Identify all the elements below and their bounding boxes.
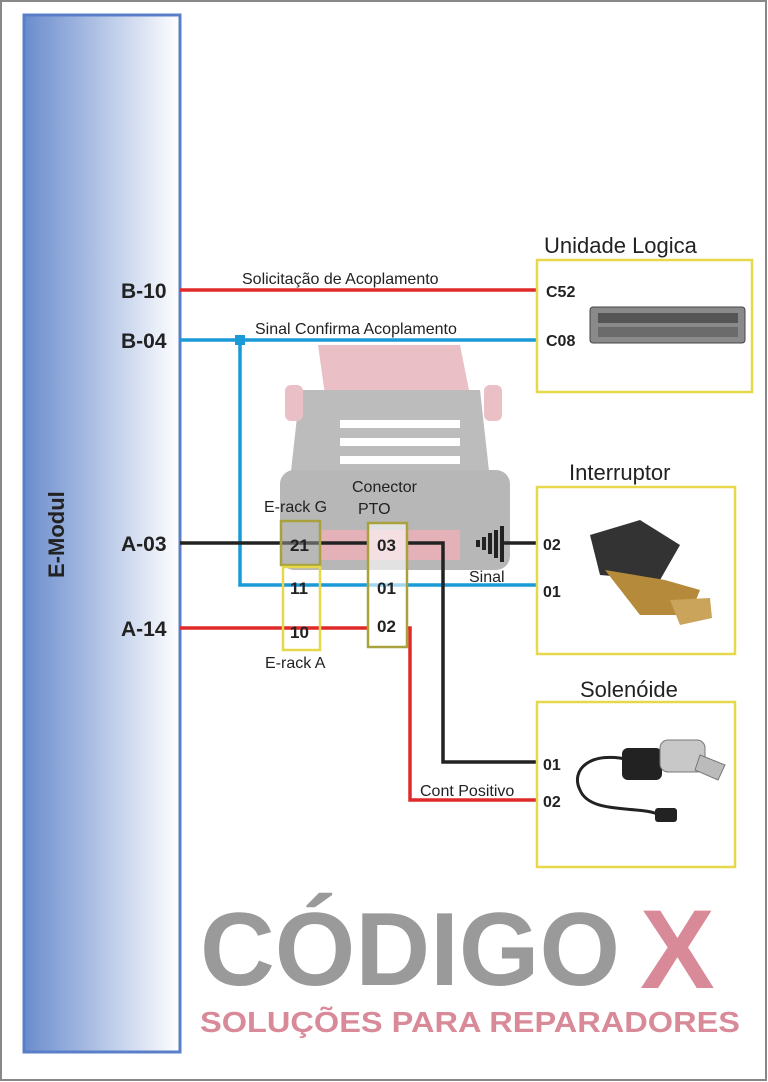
label-sinal: Sinal <box>469 569 505 586</box>
erack-g-title: E-rack G <box>264 499 327 516</box>
pin-b04: B-04 <box>121 330 167 353</box>
pin-a14: A-14 <box>121 618 167 641</box>
label-cont-positivo: Cont Positivo <box>420 783 514 800</box>
unidade-logica-title: Unidade Logica <box>544 233 698 258</box>
watermark-brand: CÓDIGO <box>200 892 620 1008</box>
wires <box>180 288 537 802</box>
pin-a03: A-03 <box>121 533 167 556</box>
solenoide-box <box>535 700 737 869</box>
erack-a-box <box>281 565 322 652</box>
unidade-logica-pin: C08 <box>546 333 575 350</box>
pto-title-1: Conector <box>352 479 418 496</box>
erack-a-pin: 11 <box>290 579 308 598</box>
interruptor-pin: 01 <box>543 584 561 601</box>
label-sinal-confirma: Sinal Confirma Acoplamento <box>255 321 457 338</box>
wire-b04-interruptor-01 <box>238 340 537 587</box>
switch-image <box>590 520 712 625</box>
wire-pto02-solenoide-02 <box>407 626 537 802</box>
junction-node <box>235 335 245 345</box>
interruptor-box <box>535 485 737 656</box>
ecu-image <box>589 306 746 344</box>
erack-g-box <box>279 519 322 567</box>
watermark-tagline: SOLUÇÕES PARA REPARADORES <box>200 1005 740 1039</box>
unidade-logica-box <box>535 258 754 394</box>
pto-pin: 01 <box>377 579 396 598</box>
pto-pin: 03 <box>377 536 396 555</box>
label-solicitacao: Solicitação de Acoplamento <box>242 271 439 288</box>
unidade-logica-pin: C52 <box>546 284 575 301</box>
solenoide-pin: 02 <box>543 794 561 811</box>
e-modul-block <box>22 13 182 1054</box>
interruptor-title: Interruptor <box>569 460 671 485</box>
interruptor-pin: 02 <box>543 537 561 554</box>
signal-ground-icon <box>476 526 504 562</box>
watermark-brand-x: X <box>640 887 715 1012</box>
erack-g-pin: 21 <box>290 536 309 555</box>
solenoide-title: Solenóide <box>580 677 678 702</box>
wire-pto03-solenoide-01 <box>407 541 537 764</box>
erack-a-pin: 10 <box>290 623 309 642</box>
pto-box <box>366 521 409 649</box>
pto-pin: 02 <box>377 617 396 636</box>
pin-b10: B-10 <box>121 280 167 303</box>
e-modul-title: E-Modul <box>44 491 69 578</box>
erack-a-title: E-rack A <box>265 655 326 672</box>
solenoid-image <box>576 739 726 822</box>
pto-title-2: PTO <box>358 501 391 518</box>
solenoide-pin: 01 <box>543 757 561 774</box>
